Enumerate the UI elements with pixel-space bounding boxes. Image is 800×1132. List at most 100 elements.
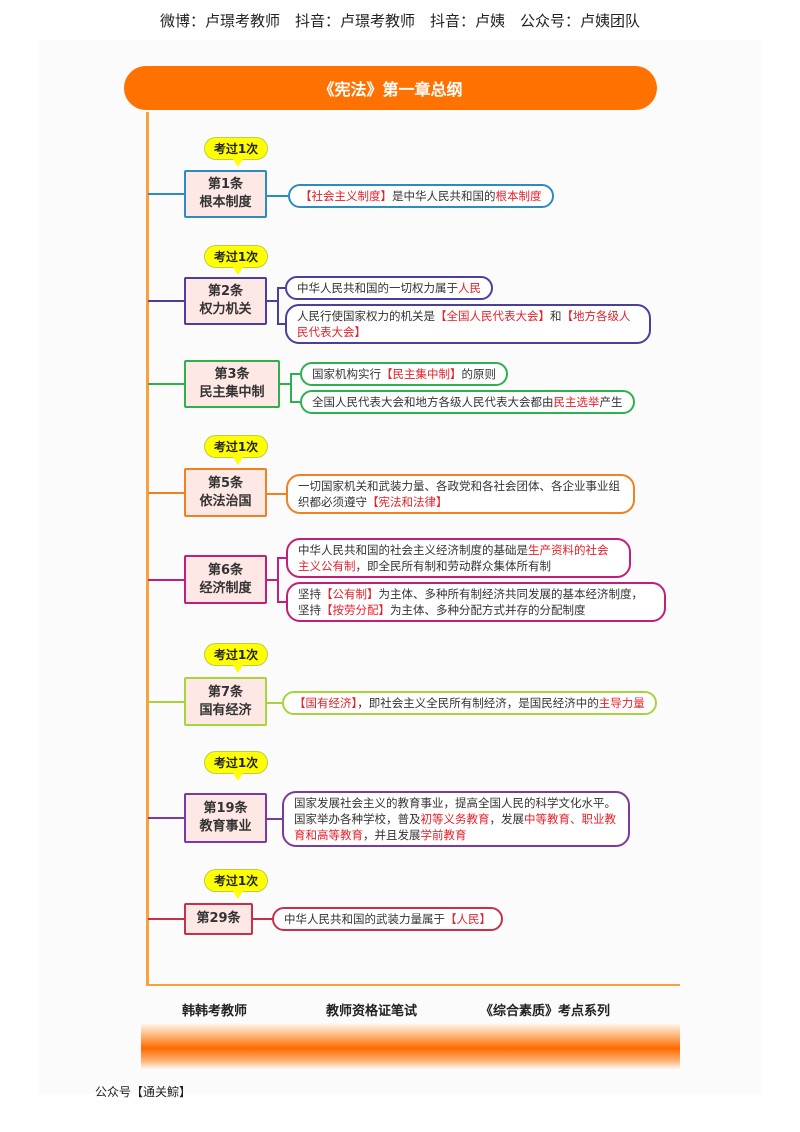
text-segment: ，发展	[489, 812, 525, 826]
branch-line	[148, 578, 184, 581]
highlighted-keyword: 【地方各级人民代表大会】	[297, 309, 631, 339]
connector-line	[253, 918, 272, 920]
page-title: 《宪法》第一章总纲	[124, 66, 657, 110]
branch-line	[148, 817, 184, 819]
article-node: 第19条教育事业	[184, 793, 267, 843]
text-segment: 和	[550, 309, 562, 323]
article-content: 全国人民代表大会和地方各级人民代表大会都由民主选举产生	[300, 390, 635, 414]
text-segment: ，即全民所有制和劳动群众集体所有制	[355, 559, 552, 573]
article-content: 人民行使国家权力的机关是【全国人民代表大会】和【地方各级人民代表大会】	[285, 304, 651, 344]
article-node-label: 第3条	[214, 367, 250, 382]
text-segment: 坚持	[298, 587, 321, 601]
highlighted-keyword: 【宪法和法律】	[367, 495, 448, 509]
article-node: 第6条经济制度	[184, 555, 267, 604]
text-segment: 是中华人民共和国的	[392, 189, 496, 203]
article-node: 第5条依法治国	[184, 468, 267, 517]
footer-gradient-bar	[141, 1022, 680, 1070]
article-node: 第7条国有经济	[184, 677, 267, 726]
article-content-text: 一切国家机关和武装力量、各政党和各社会团体、各企业事业组织都必须遵守【宪法和法律…	[298, 479, 620, 509]
connector-line	[277, 558, 279, 580]
branch-line	[148, 300, 184, 302]
highlighted-keyword: 【公有制】	[321, 587, 379, 601]
branch-line	[148, 491, 184, 494]
article-content-text: 中华人民共和国的一切权力属于人民	[297, 281, 481, 295]
article-content: 中华人民共和国的一切权力属于人民	[285, 276, 493, 300]
exam-count-badge: 考过1次	[204, 435, 268, 465]
article-node-label: 第2条	[207, 284, 244, 299]
article-node-label: 第7条	[207, 684, 244, 700]
article-content-text: 全国人民代表大会和地方各级人民代表大会都由民主选举产生	[312, 395, 623, 409]
text-segment: 中华人民共和国的武装力量属于	[284, 912, 445, 926]
article-node: 第29条	[184, 903, 253, 935]
exam-count-badge: 考过1次	[204, 751, 268, 781]
text-segment: 中华人民共和国的社会主义经济制度的基础是	[298, 543, 528, 557]
article-node: 第2条权力机关	[184, 277, 267, 325]
connector-line	[277, 323, 285, 325]
mindmap-bottom-line	[146, 984, 680, 986]
branch-line	[148, 700, 184, 703]
text-segment: 中华人民共和国的一切权力属于	[297, 281, 458, 295]
bottom-note: 公众号【通关鯮】	[95, 1085, 192, 1099]
mindmap-trunk-line	[146, 112, 149, 986]
exam-count-badge: 考过1次	[204, 643, 268, 673]
article-content-text: 【社会主义制度】是中华人民共和国的根本制度	[300, 189, 542, 203]
exam-count-badge: 考过1次	[204, 137, 268, 167]
connector-line	[277, 301, 279, 324]
article-content: 中华人民共和国的社会主义经济制度的基础是生产资料的社会主义公有制，即全民所有制和…	[286, 538, 631, 578]
connector-line	[277, 287, 285, 289]
article-node-label: 经济制度	[199, 580, 252, 596]
article-node-label: 第19条	[203, 801, 248, 816]
highlighted-keyword: 根本制度	[495, 189, 542, 203]
text-segment: 人民行使国家权力的机关是	[297, 309, 435, 323]
highlighted-keyword: 【按劳分配】	[321, 603, 390, 617]
highlighted-keyword: 民主选举	[553, 395, 600, 409]
article-content: 中华人民共和国的武装力量属于【人民】	[272, 907, 503, 931]
footer-right: 《综合素质》考点系列	[480, 1004, 611, 1019]
article-node-label: 根本制度	[199, 195, 252, 210]
highlighted-keyword: 【全国人民代表大会】	[435, 309, 550, 323]
highlighted-keyword: 【民主集中制】	[381, 367, 462, 381]
branch-line	[148, 383, 184, 385]
article-node-label: 教育事业	[199, 819, 252, 834]
exam-count-badge: 考过1次	[204, 869, 268, 899]
article-content: 国家发展社会主义的教育事业，提高全国人民的科学文化水平。国家举办各种学校，普及初…	[282, 791, 630, 847]
article-node-label: 第1条	[207, 177, 244, 192]
text-segment: 为主体、多种所有制经济共同发展的基本经济制度，坚持	[298, 587, 643, 617]
footer-center: 教师资格证笔试	[326, 1004, 418, 1019]
article-content-text: 坚持【公有制】为主体、多种所有制经济共同发展的基本经济制度，坚持【按劳分配】为主…	[298, 587, 643, 617]
article-node-label: 第5条	[207, 475, 244, 491]
connector-line	[267, 578, 277, 581]
article-content: 一切国家机关和武装力量、各政党和各社会团体、各企业事业组织都必须遵守【宪法和法律…	[286, 474, 635, 514]
footer-left: 韩韩考教师	[182, 1004, 248, 1019]
highlighted-keyword: 【国有经济】	[294, 696, 358, 710]
article-node-label: 第29条	[196, 911, 241, 926]
text-segment: 为主体、多种分配方式并存的分配制度	[390, 603, 586, 617]
highlighted-keyword: 人民	[458, 281, 481, 295]
highlighted-keyword: 主导力量	[598, 696, 645, 710]
exam-count-badge: 考过1次	[204, 245, 268, 275]
article-content-text: 国家机构实行【民主集中制】的原则	[312, 367, 496, 381]
article-node-label: 第6条	[207, 562, 244, 578]
connector-line	[277, 557, 286, 559]
connector-line	[277, 579, 279, 602]
highlighted-keyword: 【人民】	[445, 912, 491, 926]
article-content-text: 中华人民共和国的社会主义经济制度的基础是生产资料的社会主义公有制，即全民所有制和…	[298, 543, 609, 573]
connector-line	[277, 288, 279, 301]
article-node-label: 依法治国	[199, 493, 252, 509]
highlighted-keyword: 中等教育、职业教育和高等教育	[294, 812, 616, 842]
text-segment: 一切国家机关和武装力量、各政党和各社会团体、各企业事业组织都必须遵守	[298, 479, 620, 509]
article-node-label: 权力机关	[199, 302, 252, 317]
text-segment: 全国人民代表大会和地方各级人民代表大会都由	[312, 395, 554, 409]
connector-line	[277, 601, 286, 603]
article-content: 坚持【公有制】为主体、多种所有制经济共同发展的基本经济制度，坚持【按劳分配】为主…	[286, 582, 666, 622]
connector-line	[280, 383, 290, 385]
highlighted-keyword: 初等义务教育	[420, 812, 490, 826]
text-segment: ，即社会主义全民所有制经济，是国民经济中的	[357, 696, 599, 710]
connector-line	[290, 384, 292, 402]
connector-line	[290, 374, 292, 384]
text-segment: 国家发展社会主义的教育事业，提高全国人民的科学文化水平。国家举办各种学校，普及	[294, 796, 616, 826]
article-content-text: 人民行使国家权力的机关是【全国人民代表大会】和【地方各级人民代表大会】	[297, 309, 631, 339]
branch-line	[148, 918, 184, 920]
connector-line	[267, 493, 286, 495]
